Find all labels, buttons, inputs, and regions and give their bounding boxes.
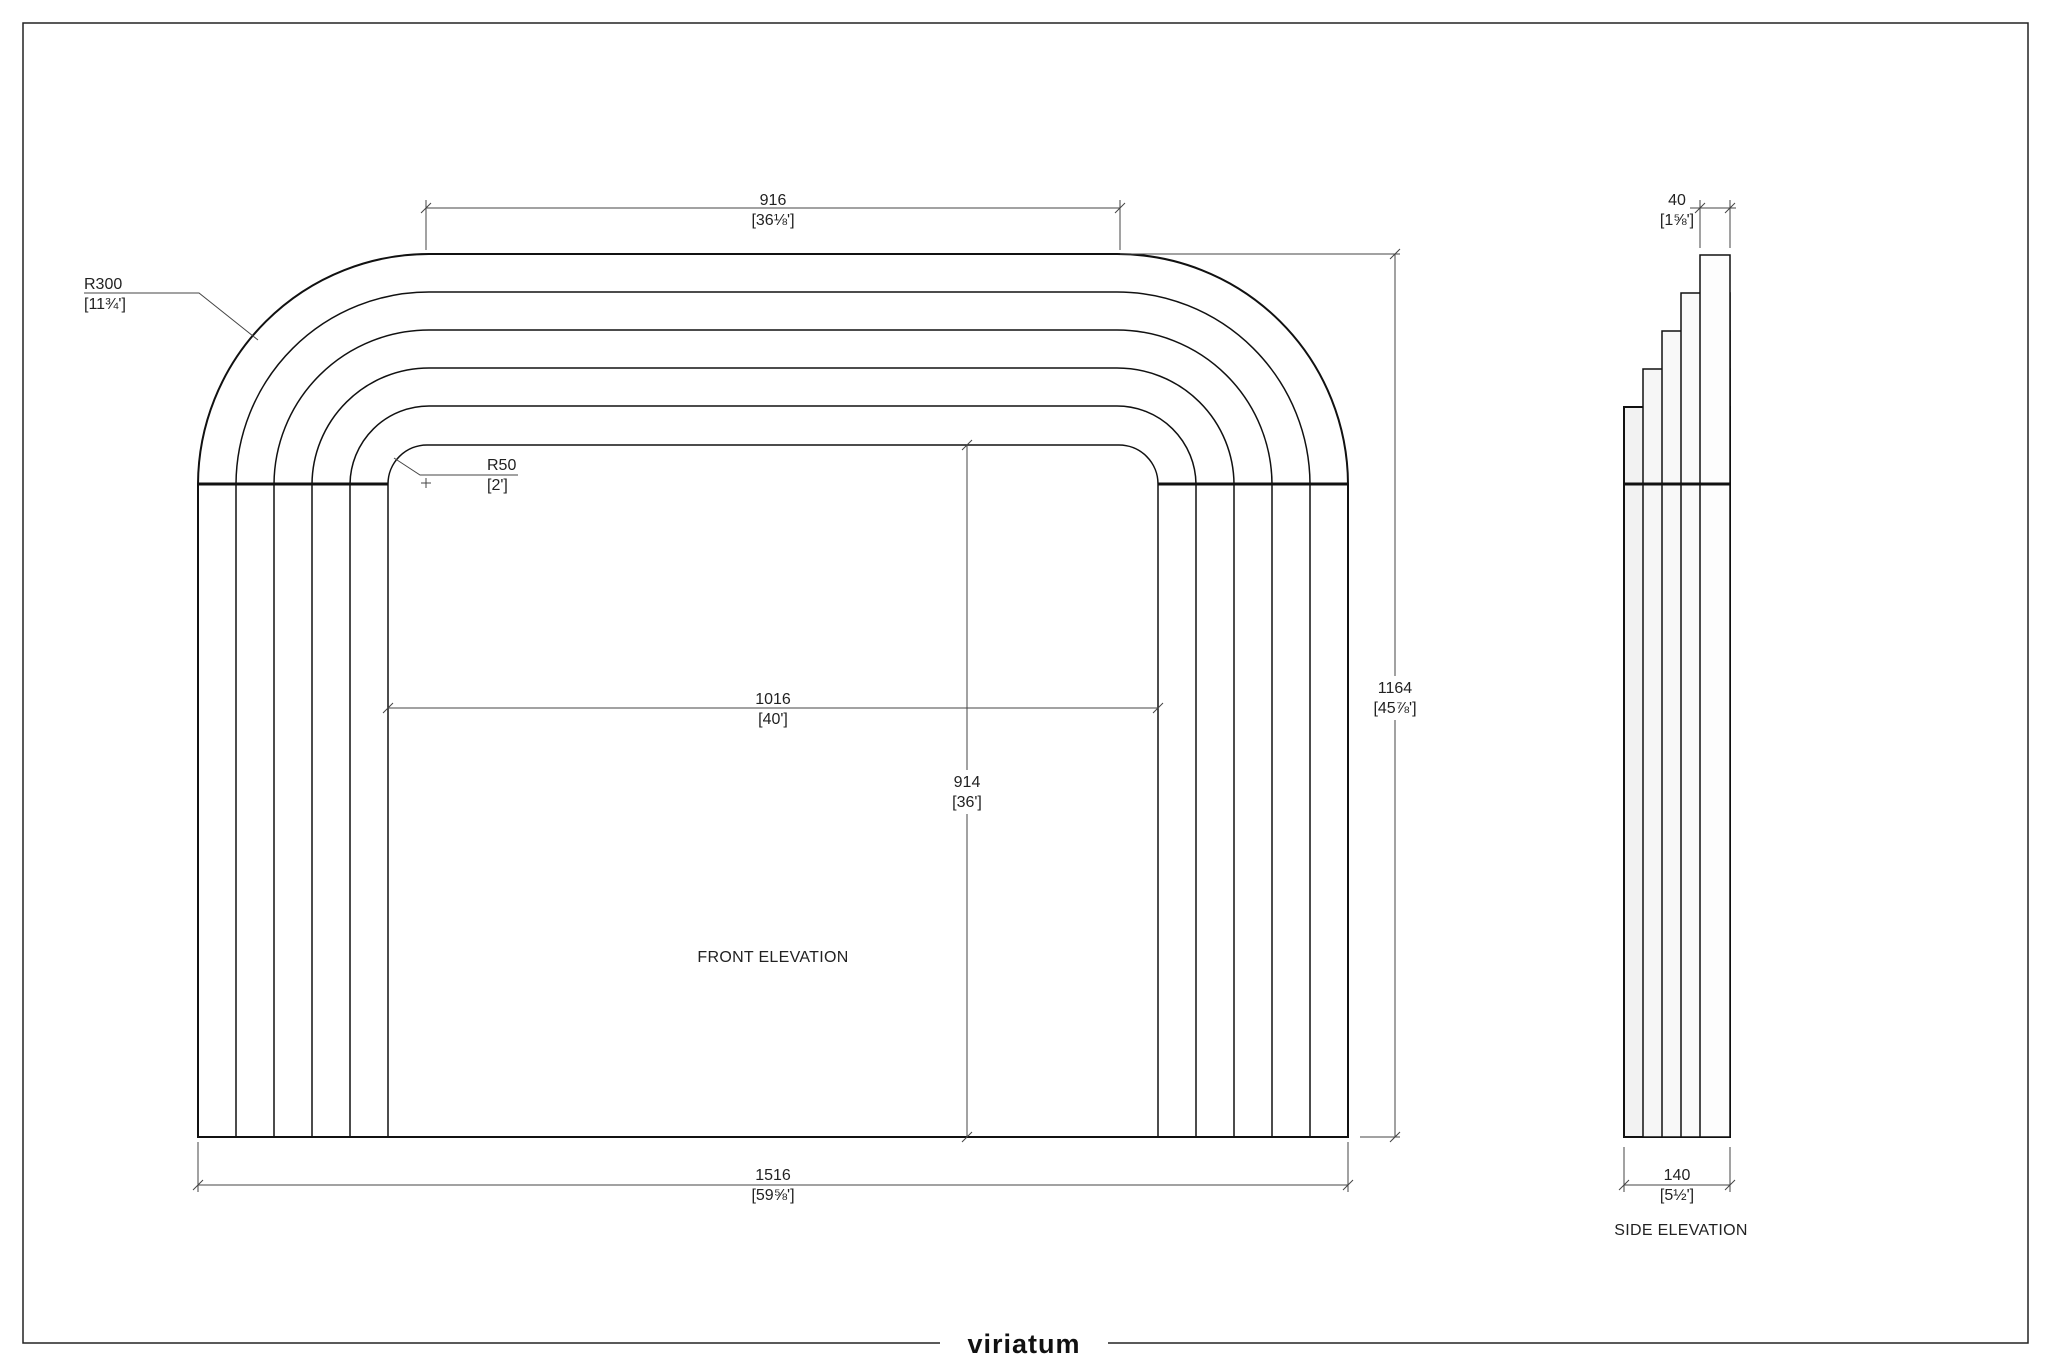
dim-inner-width-in: [40']	[758, 711, 788, 728]
brand-gap	[940, 1325, 1108, 1361]
dim-side-depth: 140 [5½']	[1618, 1147, 1736, 1204]
dim-total-height-in: [45⅞']	[1373, 700, 1416, 717]
dim-corner-radius-mm: R300	[84, 276, 122, 293]
dim-side-thickness-mm: 40	[1668, 192, 1686, 209]
front-strips	[197, 253, 1349, 1138]
dim-inner-height-in: [36']	[952, 794, 982, 811]
dim-top-width-mm: 916	[760, 192, 787, 209]
side-elevation-label: SIDE ELEVATION	[1614, 1222, 1747, 1239]
front-elevation-label: FRONT ELEVATION	[697, 949, 848, 966]
side-elevation: SIDE ELEVATION	[1614, 254, 1747, 1239]
dim-corner-radius-in: [11¾']	[84, 296, 126, 313]
dim-total-height-mm: 1164	[1378, 680, 1413, 697]
dim-inner-height: 914 [36']	[945, 439, 989, 1143]
dim-side-depth-mm: 140	[1664, 1167, 1691, 1184]
dim-inner-radius-in: [2']	[487, 477, 508, 494]
dim-inner-width: 1016 [40']	[382, 691, 1164, 728]
dim-top-width: 916 [36⅛']	[420, 192, 1126, 250]
dim-inner-width-mm: 1016	[755, 691, 791, 708]
front-elevation: FRONT ELEVATION	[197, 253, 1349, 1138]
dim-inner-radius: R50 [2']	[393, 457, 518, 494]
dim-total-width-mm: 1516	[755, 1167, 791, 1184]
dim-total-height: 1164 [45⅞']	[1120, 248, 1420, 1143]
dim-top-width-in: [36⅛']	[751, 212, 794, 229]
dim-side-thickness-in: [1⅝']	[1660, 212, 1694, 229]
dim-side-thickness: 40 [1⅝']	[1660, 192, 1736, 248]
dim-side-depth-in: [5½']	[1660, 1187, 1694, 1204]
dim-inner-height-mm: 914	[954, 774, 981, 791]
brand-logo: viriatum	[967, 1329, 1080, 1359]
dim-total-width: 1516 [59⅝']	[192, 1142, 1354, 1204]
dim-inner-radius-mm: R50	[487, 457, 516, 474]
dim-total-width-in: [59⅝']	[751, 1187, 794, 1204]
dim-corner-radius: R300 [11¾']	[84, 276, 259, 341]
